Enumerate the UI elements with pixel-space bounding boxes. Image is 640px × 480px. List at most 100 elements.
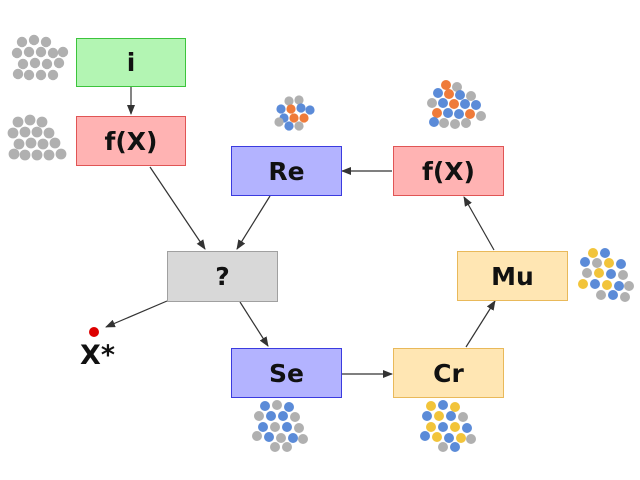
population-dot <box>252 431 262 441</box>
population-dot <box>12 116 24 128</box>
population-dot <box>471 100 481 110</box>
population-dot <box>274 117 284 127</box>
population-dot <box>29 57 41 69</box>
population-dot <box>55 148 67 160</box>
population-dot <box>299 113 309 123</box>
population-dot <box>608 290 618 300</box>
node-crossover-label: Cr <box>433 358 464 388</box>
population-dot <box>461 118 471 128</box>
population-dot <box>12 68 24 80</box>
edge-replace-to-decision <box>236 195 271 250</box>
population-dot <box>620 292 630 302</box>
population-cluster-replace <box>274 95 315 131</box>
population-dot <box>296 103 306 113</box>
population-dot <box>284 96 294 106</box>
population-dot <box>57 46 69 58</box>
population-dot <box>580 257 590 267</box>
node-evaluate-top: f(X) <box>76 116 186 166</box>
population-cluster-crossover <box>420 400 476 452</box>
population-dot <box>476 111 486 121</box>
population-dot <box>270 442 280 452</box>
population-dot <box>427 98 437 108</box>
population-dot <box>278 411 288 421</box>
population-dot <box>438 422 448 432</box>
node-crossover: Cr <box>393 348 504 398</box>
population-dot <box>37 138 49 150</box>
population-dot <box>466 91 476 101</box>
population-dot <box>7 127 19 139</box>
population-dot <box>454 109 464 119</box>
node-init-label: i <box>126 48 136 77</box>
population-dot <box>284 121 294 131</box>
edge-crossover-to-mutate <box>465 300 496 348</box>
population-dot <box>426 422 436 432</box>
node-evaluate-right-label: f(X) <box>421 156 475 186</box>
population-dot <box>35 69 47 81</box>
population-dot <box>450 422 460 432</box>
population-dot <box>8 148 20 160</box>
edge-eval-to-decision <box>149 166 206 250</box>
population-dot <box>444 89 454 99</box>
population-dot <box>24 114 36 126</box>
population-dot <box>305 105 315 115</box>
result-label: X* <box>80 340 115 371</box>
population-dot <box>420 431 430 441</box>
population-dot <box>41 58 53 70</box>
population-dot <box>270 422 280 432</box>
population-dot <box>49 137 61 149</box>
population-dot <box>272 400 282 410</box>
population-dot <box>284 402 294 412</box>
population-dot <box>25 137 37 149</box>
population-dot <box>276 104 286 114</box>
edge-mutate-to-eval <box>463 196 495 251</box>
node-replace-label: Re <box>268 156 305 186</box>
node-evaluate-right: f(X) <box>393 146 504 196</box>
node-mutate: Mu <box>457 251 568 301</box>
population-dot <box>450 119 460 129</box>
population-dot <box>582 268 592 278</box>
population-dot <box>446 411 456 421</box>
population-dot <box>456 433 466 443</box>
population-dot <box>298 434 308 444</box>
population-dot <box>13 138 25 150</box>
population-dot <box>596 290 606 300</box>
population-dot <box>438 98 448 108</box>
population-dot <box>439 118 449 128</box>
node-mutate-label: Mu <box>491 261 534 291</box>
population-dot <box>282 442 292 452</box>
population-dot <box>258 422 268 432</box>
population-dot <box>40 36 52 48</box>
population-dot <box>460 99 470 109</box>
node-decision: ? <box>167 251 278 302</box>
population-dot <box>600 248 610 258</box>
population-dot <box>31 149 43 161</box>
population-dot <box>614 281 624 291</box>
population-dot <box>592 258 602 268</box>
population-dot <box>47 47 59 59</box>
population-dot <box>28 34 40 46</box>
population-dot <box>43 149 55 161</box>
population-dot <box>35 46 47 58</box>
population-dot <box>618 270 628 280</box>
population-dot <box>23 69 35 81</box>
node-select: Se <box>231 348 342 398</box>
population-cluster-select <box>252 400 308 452</box>
population-dot <box>452 82 462 92</box>
node-evaluate-top-label: f(X) <box>104 126 158 156</box>
node-replace: Re <box>231 146 342 196</box>
population-cluster-evaluate-top <box>7 114 67 161</box>
population-dot <box>294 423 304 433</box>
population-dot <box>438 400 448 410</box>
population-dot <box>450 402 460 412</box>
population-dot <box>36 116 48 128</box>
population-dot <box>43 127 55 139</box>
population-dot <box>444 433 454 443</box>
population-dot <box>282 422 292 432</box>
result-dot <box>89 327 99 337</box>
population-dot <box>441 80 451 90</box>
population-cluster-mutate <box>578 248 634 302</box>
population-dot <box>17 58 29 70</box>
population-dot <box>602 280 612 290</box>
population-dot <box>31 126 43 138</box>
population-dot <box>290 412 300 422</box>
